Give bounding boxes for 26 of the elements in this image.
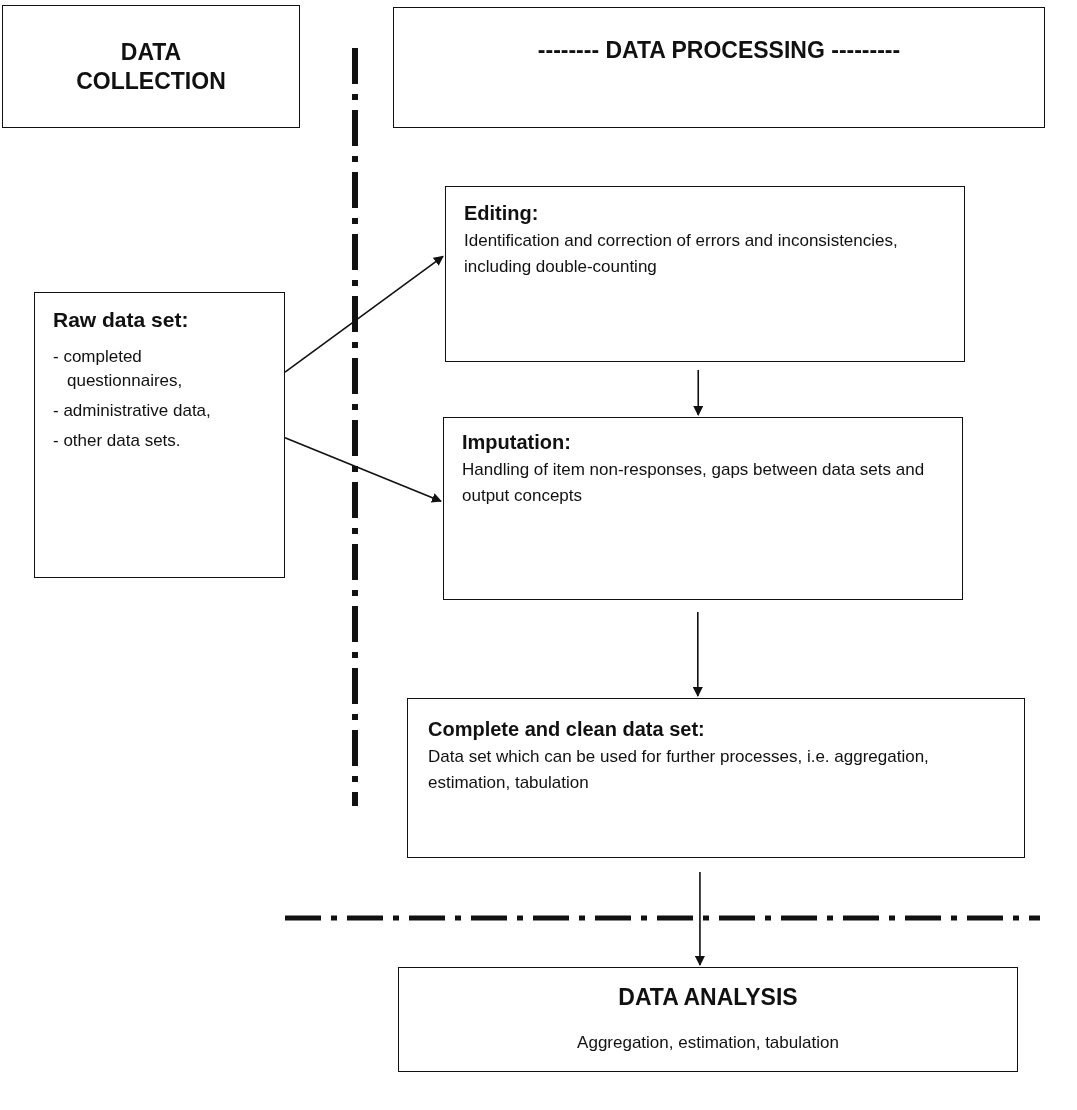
process-box — [443, 417, 963, 600]
list-item: - administrative data, — [53, 399, 212, 422]
box-heading: DATA ANALYSIS — [618, 983, 798, 1013]
arrow — [694, 871, 705, 966]
list-item: - completed questionnaires, — [53, 346, 184, 393]
output-box — [407, 698, 1025, 858]
section-header-box — [398, 967, 1018, 1072]
arrow — [692, 611, 703, 697]
box-heading: Editing: — [464, 201, 540, 226]
box-heading: DATA COLLECTION — [75, 37, 227, 96]
box-heading: Imputation: — [462, 430, 572, 455]
box-description: Identification and correction of errors and inconsistencies, including double-counting — [464, 230, 899, 278]
box-description: Data set which can be used for further processes, i.e. aggregation, estimation, tabulation — [428, 746, 930, 794]
box-heading: Raw data set: — [53, 307, 190, 333]
data-source-box — [34, 292, 285, 578]
section-header-box — [2, 5, 300, 128]
process-box — [445, 186, 965, 362]
section-header-box — [393, 7, 1045, 128]
box-heading: -------- DATA PROCESSING --------- — [537, 36, 901, 65]
arrow — [284, 255, 444, 373]
arrow — [693, 369, 704, 416]
box-description: Handling of item non-responses, gaps between data sets and output concepts — [462, 459, 926, 507]
arrow — [284, 437, 442, 503]
box-description: Aggregation, estimation, tabulation — [577, 1032, 839, 1055]
box-heading: Complete and clean data set: — [428, 717, 706, 742]
list-item: - other data sets. — [53, 429, 182, 452]
